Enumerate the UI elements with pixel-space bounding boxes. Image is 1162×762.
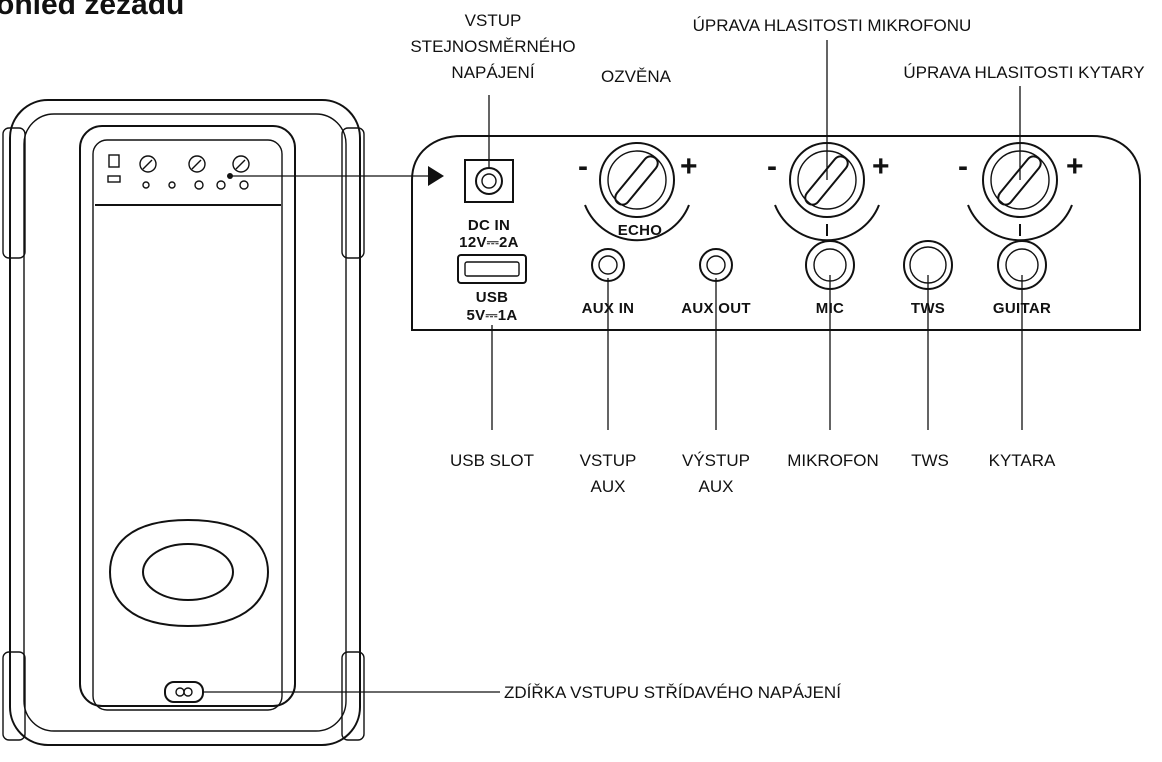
echo-knob-inner <box>607 150 667 210</box>
mini-aux-in-jack <box>142 181 150 189</box>
mini-guitar-knob <box>232 155 250 173</box>
aux-in-jack-inner <box>598 255 618 275</box>
diagram-title: ohled zezadu <box>0 0 184 21</box>
bumper-left-bottom <box>2 651 26 741</box>
echo-knob-plus: + <box>680 150 698 183</box>
callout-mic: MIKROFON <box>787 451 879 470</box>
callout-guitar-volume: ÚPRAVA HLASITOSTI KYTARY <box>903 63 1144 82</box>
detail-connector-arrowhead <box>428 166 444 186</box>
handle-outer <box>108 518 270 628</box>
mini-echo-knob-pointer <box>142 159 153 170</box>
mic-knob-plus: + <box>872 150 890 183</box>
ac-inlet <box>164 681 204 703</box>
echo-knob-label: ECHO <box>618 222 663 239</box>
dc-in-rating: 12V⎓2A <box>459 234 519 251</box>
guitar-knob-pointer <box>997 155 1042 206</box>
mini-mic-jack <box>194 180 204 190</box>
mini-control-strip <box>107 154 250 190</box>
mini-dc-jack <box>108 154 120 168</box>
dc-jack: DC IN 12V⎓2A <box>459 159 519 251</box>
speaker-inner-frame <box>23 113 347 732</box>
bumper-left-top <box>2 127 26 259</box>
bumper-right-top <box>341 127 365 259</box>
carry-handle <box>108 518 270 628</box>
callout-echo: OZVĚNA <box>601 67 672 86</box>
usb-rating: 5V⎓1A <box>467 307 518 324</box>
callout-labels: VSTUP STEJNOSMĚRNÉHO NAPÁJENÍ OZVĚNA ÚPR… <box>410 11 1144 702</box>
dc-in-label: DC IN <box>468 217 510 234</box>
usb-label: USB <box>476 289 509 306</box>
mini-mic-knob-pointer <box>191 159 202 170</box>
rear-panel-frame <box>79 125 296 707</box>
handle-grip <box>142 543 234 601</box>
callout-tws: TWS <box>911 451 949 470</box>
speaker-body <box>2 99 365 746</box>
dc-jack-pin <box>481 173 497 189</box>
dc-jack-ring <box>475 167 503 195</box>
mini-tws-button <box>216 180 226 190</box>
usb-port-tongue <box>464 261 520 277</box>
ac-inlet-pin-left <box>175 687 185 697</box>
aux-out-jack-inner <box>706 255 726 275</box>
callout-aux-out-line1: VÝSTUP <box>682 451 750 470</box>
leader-lines <box>203 40 1023 693</box>
mini-aux-out-jack <box>168 181 176 189</box>
mini-mic-knob <box>188 155 206 173</box>
callout-ac-input: ZDÍŘKA VSTUPU STŘÍDAVÉHO NAPÁJENÍ <box>504 683 841 702</box>
echo-knob-pointer <box>614 155 659 206</box>
aux-in-jack-outer <box>591 248 625 282</box>
mic-knob-pointer <box>804 155 849 206</box>
echo-knob-minus: - <box>578 150 588 183</box>
callout-aux-out-line2: AUX <box>699 477 734 496</box>
detail-connector <box>227 166 444 186</box>
rear-panel-inset <box>92 139 283 711</box>
ac-inlet-pin-right <box>183 687 193 697</box>
callout-aux-in-line2: AUX <box>591 477 626 496</box>
mic-volume-knob: - + <box>767 142 890 242</box>
echo-knob-scale <box>584 204 690 242</box>
usb-port: USB 5V⎓1A <box>457 254 527 324</box>
callout-dc-input-line2: STEJNOSMĚRNÉHO <box>410 37 575 56</box>
callout-usb-slot: USB SLOT <box>450 451 534 470</box>
callout-aux-in-line1: VSTUP <box>580 451 637 470</box>
mini-guitar-knob-pointer <box>235 159 246 170</box>
callout-dc-input-line3: NAPÁJENÍ <box>451 63 534 82</box>
speaker-outer-shell <box>9 99 361 746</box>
detail-panel-outline <box>411 135 1141 331</box>
echo-knob: - + ECHO <box>578 142 698 242</box>
guitar-knob-plus: + <box>1066 150 1084 183</box>
callout-guitar: KYTARA <box>989 451 1056 470</box>
mic-knob-minus: - <box>767 150 777 183</box>
bumper-right-bottom <box>341 651 365 741</box>
detail-panel: DC IN 12V⎓2A USB 5V⎓1A - + ECHO - <box>411 135 1141 331</box>
aux-out-jack-outer <box>699 248 733 282</box>
callout-dc-input-line1: VSTUP <box>465 11 522 30</box>
usb-port-body <box>457 254 527 284</box>
mini-echo-knob <box>139 155 157 173</box>
guitar-volume-knob: - + <box>958 142 1084 242</box>
echo-knob-outer <box>599 142 675 218</box>
mini-usb-port <box>107 175 121 183</box>
mini-guitar-jack <box>239 180 249 190</box>
callout-mic-volume: ÚPRAVA HLASITOSTI MIKROFONU <box>693 16 972 35</box>
guitar-knob-minus: - <box>958 150 968 183</box>
